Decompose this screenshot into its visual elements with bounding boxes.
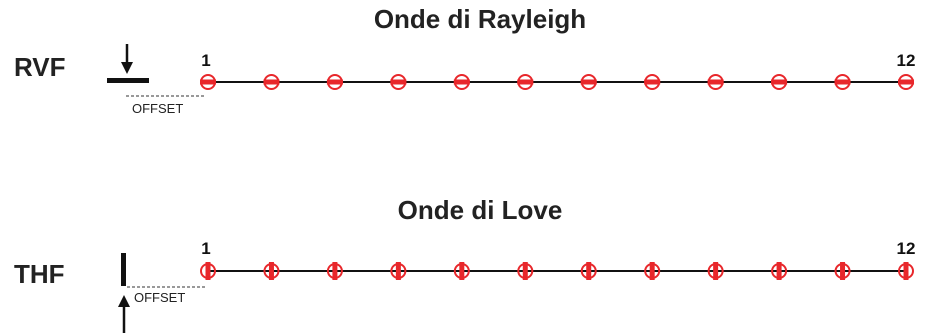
- love-geophone-6: [517, 262, 534, 280]
- rayleigh-geophone-11: [834, 74, 851, 90]
- rayleigh-source-label: RVF: [14, 52, 66, 82]
- rayleigh-geophone-7: [580, 74, 597, 90]
- love-geophone-11: [834, 262, 851, 280]
- rayleigh-geophone-9: [707, 74, 724, 90]
- love-section: Onde di Love THF OFFSET 1 12: [14, 195, 915, 333]
- rayleigh-section: Onde di Rayleigh RVF OFFSET 1 12: [14, 4, 915, 116]
- rayleigh-geophone-5: [453, 74, 470, 90]
- rayleigh-geophones: [200, 74, 914, 90]
- love-geophone-4: [390, 262, 407, 280]
- rayleigh-source-plate: [107, 78, 149, 83]
- love-impact-arrow: [118, 295, 130, 333]
- rayleigh-title: Onde di Rayleigh: [374, 4, 586, 34]
- love-first-index: 1: [201, 239, 210, 258]
- love-geophone-7: [580, 262, 597, 280]
- rayleigh-last-index: 12: [897, 51, 916, 70]
- love-title: Onde di Love: [398, 195, 563, 225]
- love-geophone-3: [326, 262, 343, 280]
- love-geophones: [200, 262, 914, 280]
- rayleigh-geophone-3: [326, 74, 343, 90]
- rayleigh-first-index: 1: [201, 51, 210, 70]
- rayleigh-geophone-4: [390, 74, 407, 90]
- love-geophone-1: [200, 262, 216, 280]
- rayleigh-geophone-10: [771, 74, 788, 90]
- rayleigh-geophone-1: [200, 74, 216, 90]
- love-source-plate: [121, 253, 126, 286]
- rayleigh-geophone-12: [898, 74, 914, 90]
- love-geophone-8: [644, 262, 661, 280]
- love-geophone-2: [263, 262, 280, 280]
- love-geophone-5: [453, 262, 470, 280]
- love-source-label: THF: [14, 259, 65, 289]
- love-geophone-9: [707, 262, 724, 280]
- love-geophone-10: [771, 262, 788, 280]
- rayleigh-offset-label: OFFSET: [132, 101, 183, 116]
- love-last-index: 12: [897, 239, 916, 258]
- rayleigh-geophone-2: [263, 74, 280, 90]
- rayleigh-impact-arrow: [121, 44, 133, 74]
- love-geophone-12: [898, 262, 914, 280]
- rayleigh-geophone-8: [644, 74, 661, 90]
- love-offset-label: OFFSET: [134, 290, 185, 305]
- rayleigh-geophone-6: [517, 74, 534, 90]
